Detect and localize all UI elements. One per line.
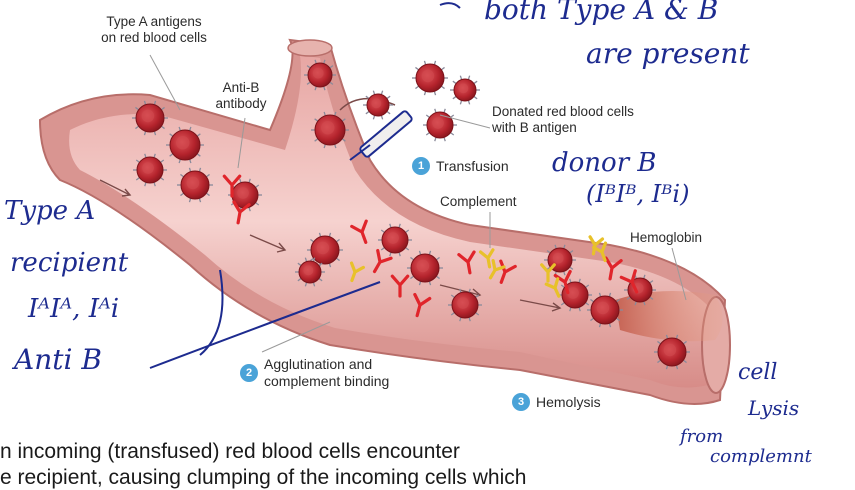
step-2-agglutination: 2 Agglutination and complement binding — [240, 356, 389, 390]
hemoglobin-label: Hemoglobin — [630, 230, 702, 246]
step-1-transfusion: 1 Transfusion — [412, 157, 509, 175]
branch-opening — [288, 40, 332, 56]
step-1-badge: 1 — [412, 157, 430, 175]
step-3-badge: 3 — [512, 393, 530, 411]
complement-label: Complement — [440, 194, 517, 210]
anti-b-line2: antibody — [196, 96, 286, 112]
type-a-antigens-line2: on red blood cells — [54, 30, 254, 46]
anti-b-line1: Anti-B — [196, 80, 286, 96]
annotation-both-types: both Type A & B — [484, 0, 718, 24]
donated-line2: with B antigen — [492, 120, 634, 136]
annotation-donor-genotype: (IᴮIᴮ, Iᴮi) — [586, 182, 689, 206]
step-1-label: Transfusion — [436, 158, 509, 175]
annotation-recipient: recipient — [10, 250, 128, 276]
annotation-donor-b: donor B — [552, 150, 657, 176]
annotation-recipient-genotype: IᴬIᴬ, Iᴬi — [28, 296, 119, 322]
type-a-antigens-line1: Type A antigens — [54, 14, 254, 30]
annotation-are-present: are present — [586, 40, 750, 68]
donated-line1: Donated red blood cells — [492, 104, 634, 120]
red-blood-cell — [363, 91, 393, 120]
annotation-complement: complemnt — [710, 448, 812, 466]
body-text-line1: n incoming (transfused) red blood cells … — [0, 440, 460, 464]
step-3-hemolysis: 3 Hemolysis — [512, 393, 601, 411]
type-a-antigens-label: Type A antigens on red blood cells — [54, 14, 254, 46]
annotation-lysis: Lysis — [748, 398, 799, 418]
step-3-label: Hemolysis — [536, 394, 601, 411]
body-text-line2: e recipient, causing clumping of the inc… — [0, 466, 526, 490]
annotation-type-a: Type A — [4, 198, 95, 224]
red-blood-cell — [412, 61, 448, 95]
anti-b-label: Anti-B antibody — [196, 80, 286, 112]
step-2-line2: complement binding — [264, 373, 389, 390]
red-blood-cell — [450, 76, 480, 105]
annotation-cell: cell — [738, 362, 777, 384]
step-2-label: Agglutination and complement binding — [264, 356, 389, 390]
donated-cells-label: Donated red blood cells with B antigen — [492, 104, 634, 136]
annotation-anti-b: Anti B — [14, 346, 102, 374]
step-2-badge: 2 — [240, 364, 258, 382]
annotation-from: from — [680, 428, 723, 446]
step-2-line1: Agglutination and — [264, 356, 389, 373]
red-blood-cell — [423, 109, 457, 141]
